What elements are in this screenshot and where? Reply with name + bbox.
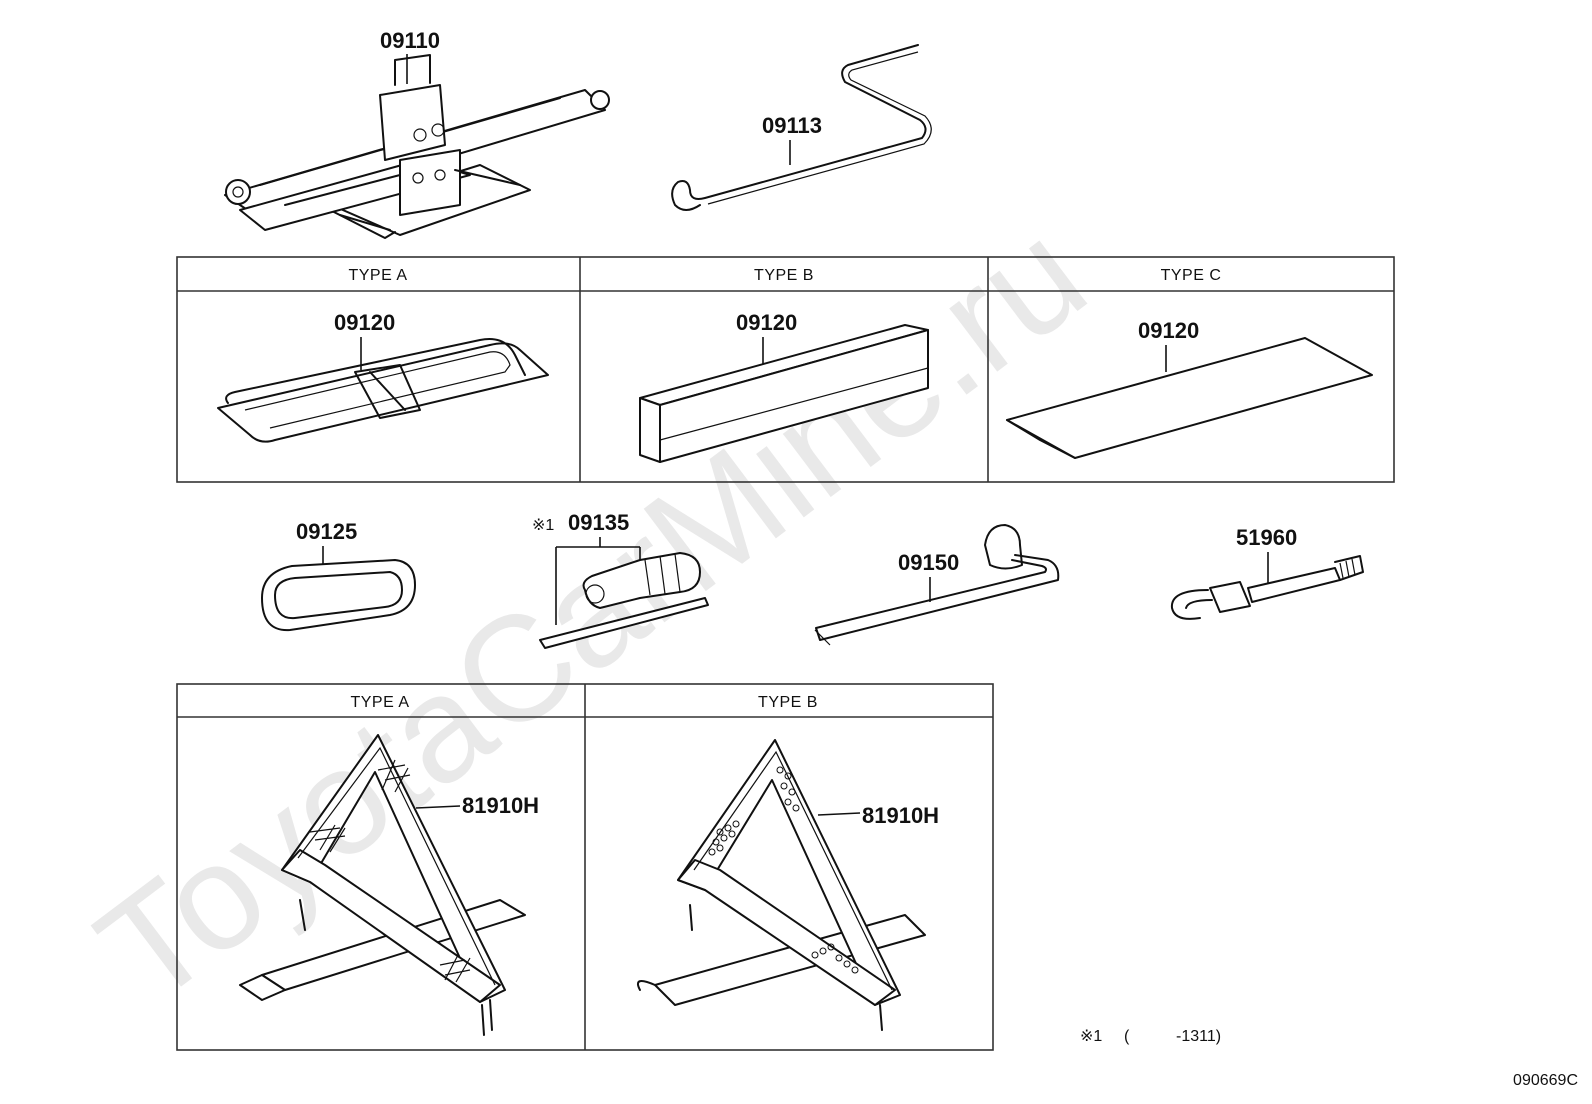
header-triangle-type-b: TYPE B <box>758 694 818 711</box>
screwdriver-illustration: ※1 09135 <box>532 510 709 649</box>
storage-band-illustration: 09125 <box>261 519 416 632</box>
note-mark-screwdriver: ※1 <box>532 517 554 534</box>
part-number-wrench: 09150 <box>898 550 959 575</box>
footnote-mark: ※1 <box>1080 1028 1102 1045</box>
footnote-range: -1311) <box>1176 1028 1221 1045</box>
header-type-a: TYPE A <box>348 267 407 284</box>
warning-triangle-type-b-illustration: 81910H <box>636 739 939 1031</box>
part-number-jack-handle: 09113 <box>762 113 822 138</box>
tow-hook-illustration: 51960 <box>1170 525 1364 620</box>
part-number-tow-hook: 51960 <box>1236 525 1297 550</box>
part-number-bag-a: 09120 <box>334 310 395 335</box>
header-triangle-type-a: TYPE A <box>350 694 409 711</box>
part-number-bag-b: 09120 <box>736 310 797 335</box>
footnote-open-paren: ( <box>1124 1028 1130 1045</box>
part-number-jack: 09110 <box>380 28 440 53</box>
header-type-c: TYPE C <box>1161 267 1222 284</box>
footnote: ※1 ( -1311) <box>1080 1028 1221 1045</box>
header-type-b: TYPE B <box>754 267 814 284</box>
watermark: ToyotaCarMine.ru <box>68 189 1115 1036</box>
bag-types-table: TYPE A TYPE B TYPE C 09120 09120 09120 <box>176 256 1395 483</box>
warning-triangle-table: TYPE A TYPE B 81910H <box>176 683 994 1051</box>
diagram-code: 090669C <box>1513 1072 1578 1089</box>
part-number-screwdriver: 09135 <box>568 510 629 535</box>
part-number-triangle-b: 81910H <box>862 803 939 828</box>
scissor-jack-illustration: 09110 <box>224 28 610 239</box>
reflector-dots <box>708 766 859 974</box>
jack-handle-illustration: 09113 <box>671 44 932 211</box>
wheel-wrench-illustration: 09150 <box>814 524 1060 646</box>
part-number-triangle-a: 81910H <box>462 793 539 818</box>
part-number-band: 09125 <box>296 519 357 544</box>
part-number-bag-c: 09120 <box>1138 318 1199 343</box>
